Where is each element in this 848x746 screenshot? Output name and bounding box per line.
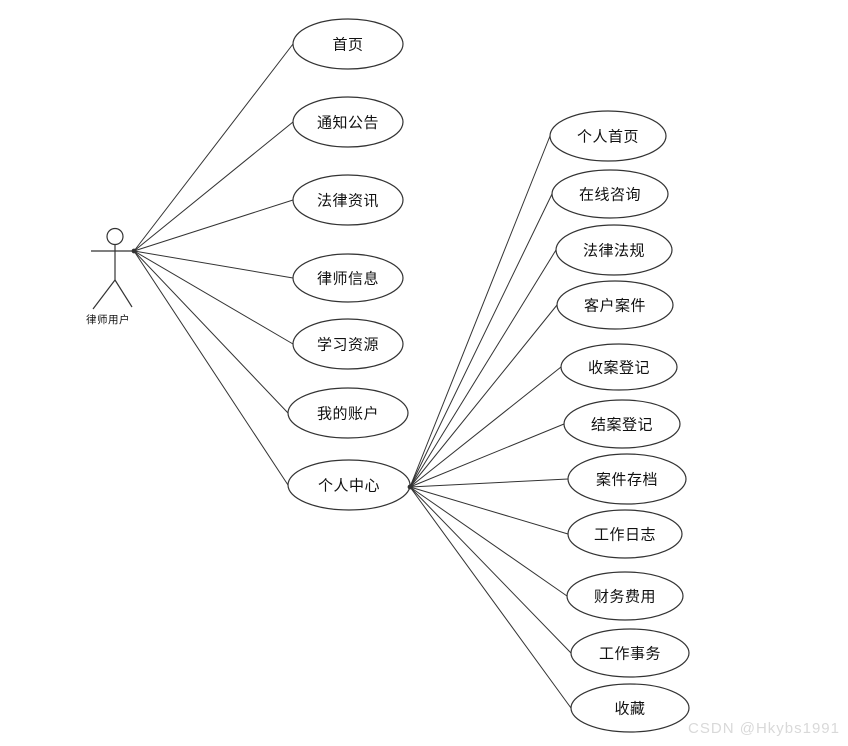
- usecase-ellipse-financial-expenses: [566, 571, 684, 621]
- association-personal-center--work-log: [409, 486, 569, 535]
- usecase-ellipse-learning-resources: [292, 318, 404, 370]
- association-actor--my-account: [133, 250, 289, 414]
- usecase-personal-home: 个人首页: [549, 110, 667, 162]
- association-personal-center--work-affairs: [409, 486, 572, 654]
- usecase-home: 首页: [292, 18, 404, 70]
- association-personal-center--client-cases: [409, 304, 558, 488]
- usecase-label-lawyer-info: 律师信息: [317, 271, 379, 288]
- usecase-label-work-log: 工作日志: [594, 527, 656, 544]
- actor-lawyer-user: 律师用户: [86, 227, 134, 326]
- association-personal-center--online-consultation: [409, 193, 553, 488]
- usecase-label-case-archive: 案件存档: [596, 471, 658, 489]
- usecase-label-my-account: 我的账户: [317, 406, 379, 423]
- actor-head: [106, 227, 124, 246]
- usecase-laws-regulations: 法律法规: [555, 224, 673, 276]
- usecase-work-log: 工作日志: [567, 509, 683, 559]
- usecase-ellipse-my-account: [287, 387, 409, 439]
- usecase-case-closing-register: 结案登记: [563, 399, 681, 449]
- usecase-label-online-consultation: 在线咨询: [579, 187, 641, 204]
- association-personal-center--favorites: [409, 486, 572, 709]
- usecase-label-laws-regulations: 法律法规: [583, 243, 645, 260]
- usecase-label-financial-expenses: 财务费用: [594, 589, 656, 606]
- usecase-ellipse-online-consultation: [551, 169, 669, 219]
- usecase-label-learning-resources: 学习资源: [317, 337, 379, 354]
- usecase-financial-expenses: 财务费用: [566, 571, 684, 621]
- association-personal-center--financial-expenses: [409, 486, 568, 597]
- usecase-legal-news: 法律资讯: [292, 174, 404, 226]
- usecase-label-work-affairs: 工作事务: [599, 646, 661, 663]
- association-actor--notice-announcement: [133, 121, 294, 252]
- association-personal-center--case-closing-register: [409, 423, 565, 488]
- association-actor--learning-resources: [133, 250, 294, 345]
- usecase-client-cases: 客户案件: [556, 280, 674, 330]
- association-personal-center--personal-home: [409, 135, 551, 488]
- usecase-ellipse-client-cases: [556, 280, 674, 330]
- usecase-favorites: 收藏: [570, 683, 690, 733]
- actor-right-leg: [114, 279, 133, 308]
- usecase-ellipse-personal-home: [549, 110, 667, 162]
- usecase-case-archive: 案件存档: [567, 453, 687, 505]
- usecase-notice-announcement: 通知公告: [292, 96, 404, 148]
- usecase-label-favorites: 收藏: [614, 701, 645, 718]
- usecase-learning-resources: 学习资源: [292, 318, 404, 370]
- usecase-ellipse-home: [292, 18, 404, 70]
- usecase-ellipse-laws-regulations: [555, 224, 673, 276]
- usecase-ellipse-lawyer-info: [292, 253, 404, 303]
- usecase-label-personal-center: 个人中心: [318, 478, 380, 495]
- usecase-ellipse-notice-announcement: [292, 96, 404, 148]
- usecase-work-affairs: 工作事务: [570, 628, 690, 678]
- association-personal-center--case-intake-register: [409, 366, 562, 488]
- associations-layer: [133, 43, 572, 709]
- usecase-ellipse-case-intake-register: [560, 343, 678, 391]
- usecase-lawyer-info: 律师信息: [292, 253, 404, 303]
- connector-hub-personal-center: [407, 484, 413, 490]
- association-personal-center--laws-regulations: [409, 249, 557, 488]
- association-actor--home: [133, 43, 294, 252]
- association-actor--legal-news: [133, 199, 294, 252]
- association-personal-center--case-archive: [409, 478, 569, 488]
- usecase-label-notice-announcement: 通知公告: [317, 115, 379, 132]
- usecase-label-legal-news: 法律资讯: [317, 193, 379, 210]
- usecase-personal-center: 个人中心: [287, 459, 411, 511]
- usecase-case-intake-register: 收案登记: [560, 343, 678, 391]
- usecase-label-case-closing-register: 结案登记: [591, 416, 653, 434]
- usecase-my-account: 我的账户: [287, 387, 409, 439]
- usecase-ellipse-favorites: [570, 683, 690, 733]
- association-actor--personal-center: [133, 250, 289, 486]
- usecase-ellipse-work-affairs: [570, 628, 690, 678]
- actor-label: 律师用户: [86, 313, 130, 326]
- usecase-online-consultation: 在线咨询: [551, 169, 669, 219]
- usecase-label-home: 首页: [332, 37, 363, 54]
- actor-left-leg: [92, 279, 116, 310]
- csdn-watermark: CSDN @Hkybs1991: [688, 720, 840, 737]
- usecase-ellipse-case-closing-register: [563, 399, 681, 449]
- association-actor--lawyer-info: [133, 250, 294, 279]
- usecase-label-case-intake-register: 收案登记: [588, 359, 650, 377]
- usecase-label-client-cases: 客户案件: [584, 297, 646, 315]
- usecase-ellipse-case-archive: [567, 453, 687, 505]
- usecase-label-personal-home: 个人首页: [577, 129, 639, 146]
- usecase-ellipse-work-log: [567, 509, 683, 559]
- usecase-ellipse-legal-news: [292, 174, 404, 226]
